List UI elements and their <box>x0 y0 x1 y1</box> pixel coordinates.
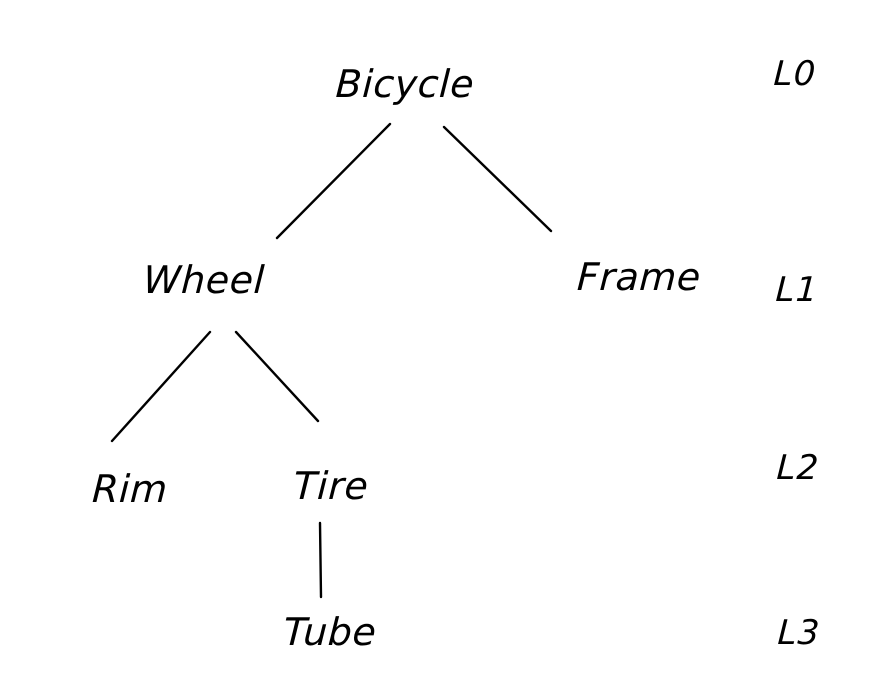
node-tube: Tube <box>282 610 378 654</box>
edge-bicycle-wheel <box>275 122 392 240</box>
edge-tire-tube <box>318 521 323 599</box>
edge-wheel-rim <box>110 330 212 443</box>
level-label-l0: L0 <box>772 54 818 94</box>
node-frame: Frame <box>576 255 702 299</box>
edge-bicycle-frame <box>442 125 553 233</box>
node-bicycle: Bicycle <box>334 62 476 106</box>
level-label-l1: L1 <box>774 270 820 310</box>
edge-wheel-tire <box>234 330 320 423</box>
level-label-l2: L2 <box>775 448 821 488</box>
node-rim: Rim <box>91 467 169 511</box>
node-tire: Tire <box>292 464 370 508</box>
level-label-l3: L3 <box>776 613 822 653</box>
node-wheel: Wheel <box>142 258 266 302</box>
